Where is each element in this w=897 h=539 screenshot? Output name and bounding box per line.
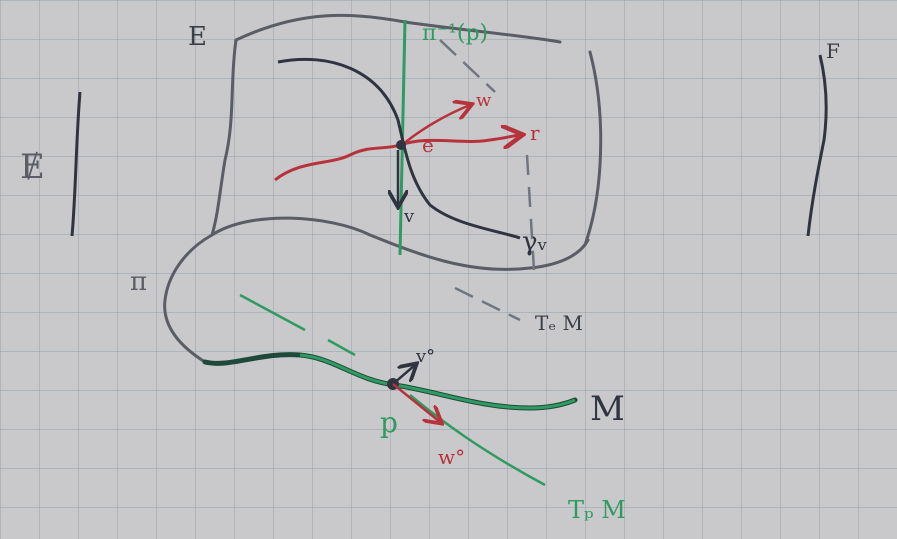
- tangent-line-TpM: [239, 293, 546, 487]
- label-w: w: [476, 90, 492, 111]
- E-bottom-edge: [210, 216, 590, 271]
- label-TeM: Tₑ M: [535, 311, 583, 335]
- label-F: F: [826, 39, 840, 63]
- label-gamma-v: γᵥ: [522, 227, 548, 257]
- E-right-edge: [583, 50, 603, 247]
- label-cal-E: Ɇ: [20, 147, 45, 187]
- label-TpM: Tₚ M: [568, 496, 626, 524]
- dashed-line-right: [525, 154, 536, 271]
- dashed-line-top: [439, 39, 496, 93]
- fibre-green-line: [398, 19, 407, 256]
- cal-E-bar: [70, 91, 82, 237]
- dashed-line-TeM: [454, 286, 521, 322]
- projection-curve: [163, 233, 213, 364]
- vector-v0: [392, 365, 415, 385]
- label-p: p: [380, 406, 398, 439]
- label-w0: w°: [438, 445, 465, 469]
- label-M: M: [590, 389, 625, 429]
- label-e: e: [422, 133, 434, 157]
- label-E: E: [188, 22, 207, 52]
- point-e: [396, 140, 406, 150]
- label-v: v: [403, 206, 415, 227]
- label-v0: v°: [415, 346, 435, 367]
- E-left-edge: [210, 38, 238, 237]
- label-pi-inv-p: π⁻¹(p): [422, 21, 488, 46]
- label-pi: π: [130, 267, 147, 297]
- vector-w0: [392, 383, 440, 422]
- label-r: r: [530, 121, 540, 145]
- base-manifold-green-overlay: [299, 353, 576, 410]
- fibre-F: [806, 54, 828, 237]
- curve-gamma-v: [277, 57, 521, 240]
- total-space-E: [210, 13, 603, 271]
- red-vector-w: [401, 105, 470, 146]
